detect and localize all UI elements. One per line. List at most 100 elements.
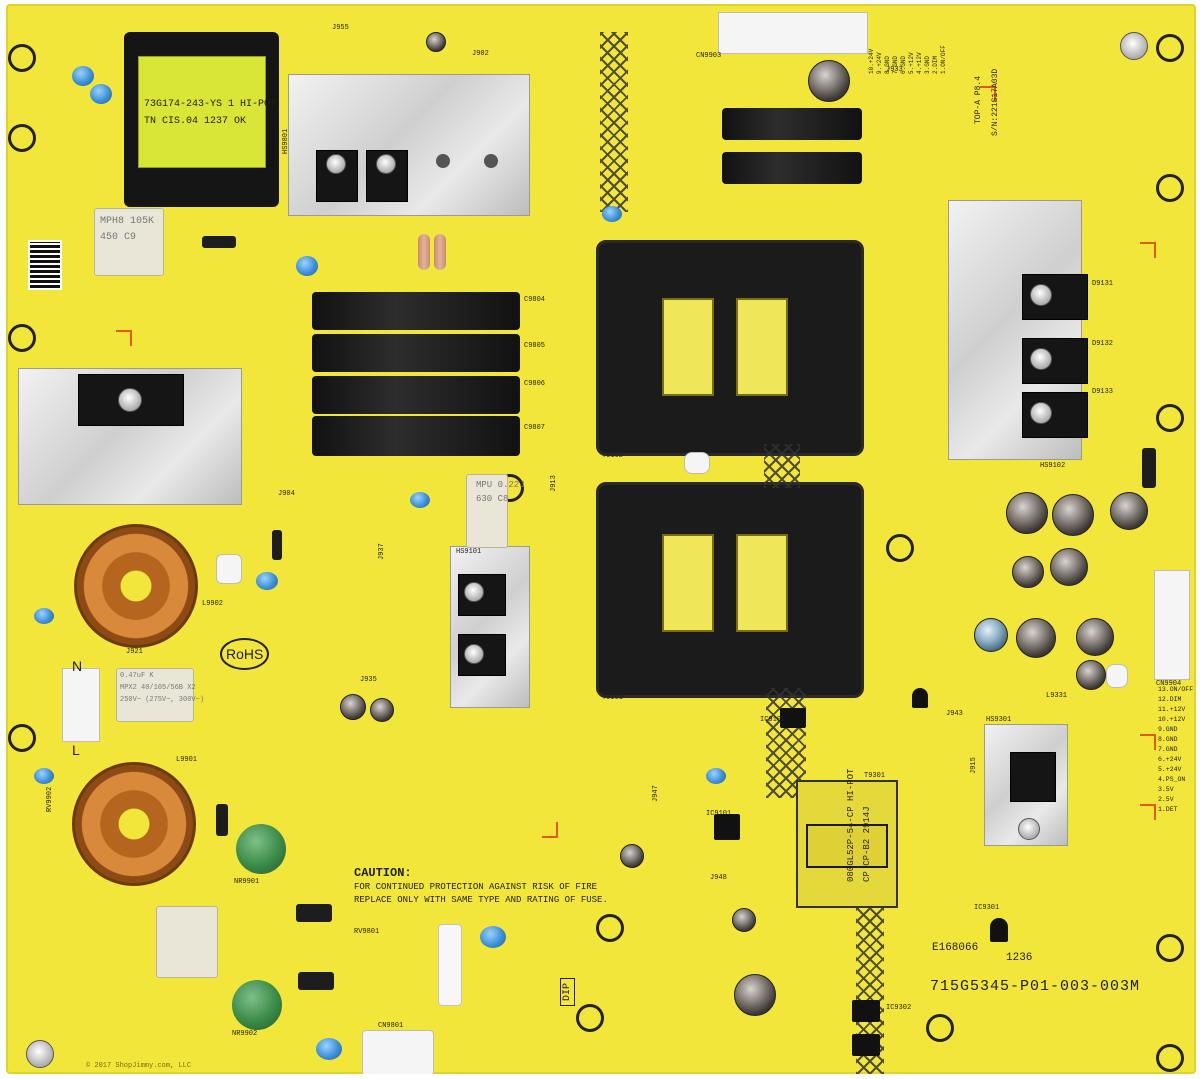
- x-capacitor-label: 250V~ (275V~, 300V~): [120, 696, 205, 704]
- ref-label: D9133: [1092, 388, 1114, 396]
- resistor-r9815: [434, 234, 446, 270]
- ref-label: J943: [946, 710, 963, 718]
- pin-label: 2.DIM: [932, 55, 939, 74]
- diode: [202, 236, 236, 248]
- placement-mark: [1140, 734, 1156, 750]
- screw: [464, 582, 484, 602]
- electrolytic-capacitor: [1076, 660, 1106, 690]
- pin-label: 4.PS_ON: [1158, 776, 1186, 783]
- capacitor-c9806: [312, 376, 520, 414]
- neutral-mark: N: [72, 658, 83, 674]
- caution-line-2: REPLACE ONLY WITH SAME TYPE AND RATING O…: [354, 895, 608, 905]
- x-capacitor-label: MPH8 105K: [100, 216, 155, 227]
- transformer-t9102: [596, 240, 864, 456]
- part-number: 715G5345-P01-003-003M: [930, 978, 1141, 995]
- x-capacitor-label: 630 C8: [476, 494, 509, 504]
- x-capacitor-label: 450 C9: [100, 232, 137, 243]
- diode: [1142, 448, 1156, 488]
- capacitor-c9131: [722, 152, 862, 184]
- heatsink-hole: [436, 154, 450, 168]
- electrolytic-capacitor: [1016, 618, 1056, 658]
- screw: [1030, 284, 1052, 306]
- ref-label: J913: [550, 475, 558, 492]
- connector-cn9903: [718, 12, 868, 54]
- mounting-hole: [886, 534, 914, 562]
- connector-cn9904: [1154, 570, 1190, 680]
- ref-label: C9805: [524, 342, 546, 350]
- ref-label: T9301: [864, 772, 886, 780]
- ref-label: D9132: [1092, 340, 1114, 348]
- mounting-hole: [1156, 174, 1184, 202]
- heatsink-hole: [484, 154, 498, 168]
- connector-cn9801: [362, 1030, 434, 1074]
- transistor-to92: [912, 688, 928, 708]
- ref-label: IC9301: [974, 904, 1000, 912]
- pin-label: 3.5V: [1158, 786, 1174, 793]
- disc-capacitor: [602, 206, 622, 222]
- electrolytic-capacitor: [1006, 492, 1048, 534]
- electrolytic-capacitor: [1012, 556, 1044, 588]
- placement-mark: [542, 822, 558, 838]
- transformer-label-line-1: 73G174-243-YS 1 HI-POT: [144, 99, 277, 110]
- line-mark: L: [72, 742, 80, 758]
- t9301-label-1: 080GL52P-54-CP HI-POT: [846, 768, 856, 882]
- ref-label: L9901: [176, 756, 198, 764]
- mounting-hole: [576, 1004, 604, 1032]
- white-post: [216, 554, 242, 584]
- pin-label: 13.ON/OFF: [1158, 686, 1194, 693]
- x-capacitor-label: MPX2 40/105/56B X2: [120, 684, 196, 692]
- diode: [296, 904, 332, 922]
- ref-label: HS9101: [456, 548, 482, 556]
- ref-label: C9807: [524, 424, 546, 432]
- ref-label: T9101: [602, 694, 624, 702]
- transformer-window: [662, 534, 714, 632]
- disc-capacitor: [256, 572, 278, 590]
- fuse: [438, 924, 462, 1006]
- pcb-trace-hatch: [766, 688, 806, 798]
- transistor: [366, 150, 408, 202]
- thermistor-nr9902: [232, 980, 282, 1030]
- capacitor-c9807: [312, 416, 520, 456]
- ul-mark: E168066: [932, 942, 979, 954]
- placement-mark: [1140, 242, 1156, 258]
- electrolytic-capacitor: [1052, 494, 1094, 536]
- pin-label: 5.+24V: [1158, 766, 1182, 773]
- screw: [1030, 348, 1052, 370]
- ref-label: C9804: [524, 296, 546, 304]
- dip-label: DIP: [560, 977, 575, 1006]
- ic-ic9101: [714, 814, 740, 840]
- mounting-hole: [8, 324, 36, 352]
- mounting-hole: [1156, 934, 1184, 962]
- screw: [326, 154, 346, 174]
- electrolytic-capacitor: [1076, 618, 1114, 656]
- ref-label: CN9904: [1156, 680, 1182, 688]
- ref-label: J902: [472, 50, 489, 58]
- pcb-trace-hatch: [764, 444, 800, 488]
- disc-capacitor: [72, 66, 94, 86]
- transistor: [1010, 752, 1056, 802]
- screw: [118, 388, 142, 412]
- mounting-hole: [926, 1014, 954, 1042]
- electrolytic-capacitor: [734, 974, 776, 1016]
- ref-label: J948: [710, 874, 727, 882]
- transformer-label-line-2: TN CIS.04 1237 OK: [144, 116, 247, 127]
- mounting-hole: [596, 914, 624, 942]
- ic-ic9102: [780, 708, 806, 728]
- mounting-hole: [1156, 34, 1184, 62]
- disc-capacitor: [90, 84, 112, 104]
- ground-terminal: [26, 1040, 54, 1068]
- pin-label: 4.+12V: [916, 52, 923, 74]
- x-capacitor-mpu: [466, 474, 508, 548]
- ref-label: C9806: [524, 380, 546, 388]
- ref-label: J915: [970, 757, 978, 774]
- pin-label: 9.GND: [1158, 726, 1178, 733]
- transformer-t9301-core: [806, 824, 888, 868]
- transformer-window: [736, 534, 788, 632]
- ref-label: RV9902: [46, 786, 54, 812]
- transformer-window: [736, 298, 788, 396]
- pin-label: 12.DIM: [1158, 696, 1182, 703]
- ref-label: HS9801: [282, 128, 290, 154]
- ref-label: CN9801: [378, 1022, 404, 1030]
- electrolytic-capacitor: [1110, 492, 1148, 530]
- placement-mark: [1140, 804, 1156, 820]
